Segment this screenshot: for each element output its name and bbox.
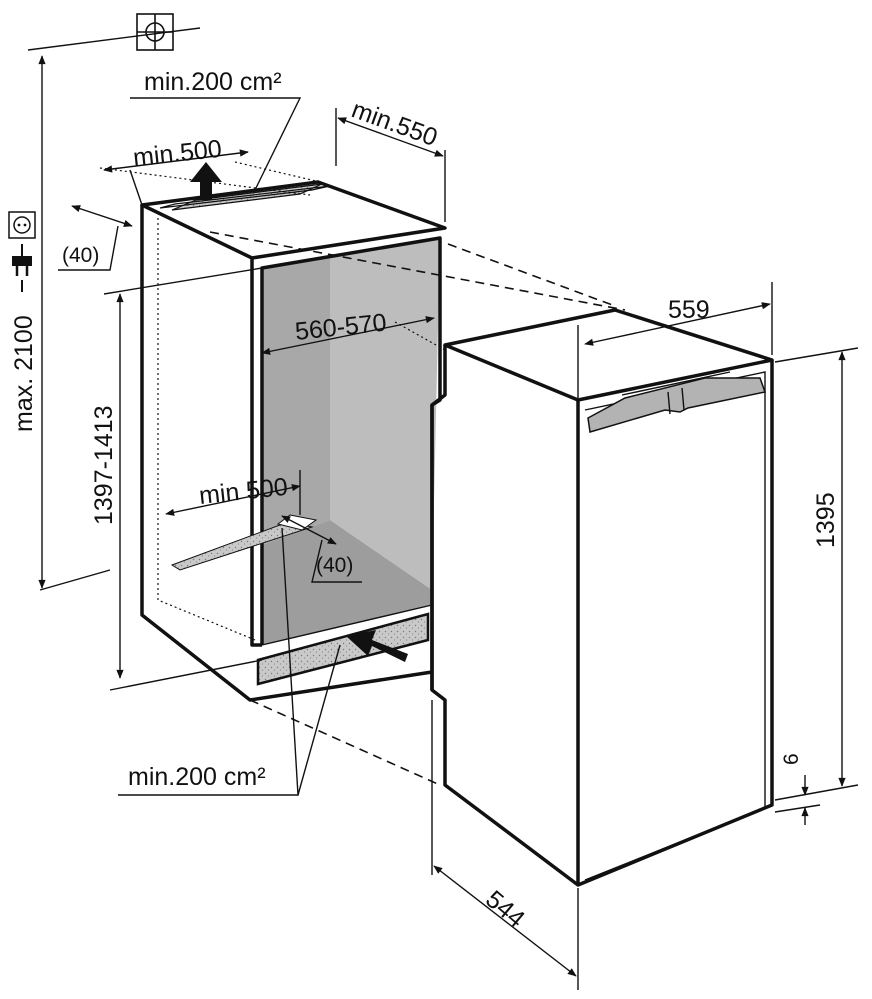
offset-top-leader — [58, 225, 119, 271]
depth-top-label: min.550 — [348, 95, 441, 152]
airflow-arrows — [190, 162, 408, 662]
top-vent-grille — [171, 183, 323, 211]
offset-bottom-label: (40) — [316, 554, 353, 577]
gap-bottom-label: 6 — [780, 753, 803, 765]
cabinet-outline — [140, 205, 433, 702]
handle-split — [667, 391, 671, 415]
max-height-label: max. 2100 — [10, 315, 38, 432]
power-plug-icon — [12, 244, 32, 292]
plinth-airflow-arrow — [346, 630, 408, 662]
bottom-vent-area-label: min.200 cm² — [128, 763, 266, 791]
offset-top-dim — [71, 205, 133, 227]
top-vent-slot — [159, 185, 331, 209]
offset-bottom-dim — [281, 515, 337, 545]
height-ref-line-top — [27, 27, 201, 51]
depth-top-dim — [337, 117, 444, 157]
plinth-vent-grille — [256, 612, 430, 686]
cabinet-inner-dotted — [157, 218, 256, 641]
offset-bottom-leader — [311, 539, 362, 583]
top-vent-width-dim — [103, 149, 249, 173]
niche-cabinet — [140, 180, 447, 702]
niche-height-label: 1397-1413 — [90, 405, 118, 525]
bottom-vent-width-dim — [165, 484, 301, 516]
appliance-width-label: 559 — [668, 296, 710, 324]
appliance-depth-label: 544 — [480, 885, 530, 933]
appliance-handle — [587, 377, 766, 433]
niche-width-dim — [261, 316, 435, 355]
top-vent-area-leader — [130, 97, 302, 191]
cabinet-front-left — [250, 258, 262, 647]
top-vent-area-label: min.200 cm² — [144, 68, 282, 96]
offset-top-label: (40) — [62, 244, 99, 267]
appliance-depth-dim — [433, 865, 577, 977]
appliance-width-dim — [584, 302, 771, 346]
power-socket-icon — [8, 211, 36, 239]
handle-top-edge — [621, 371, 731, 396]
appliance-door-front — [584, 371, 766, 881]
appliance-height-label: 1395 — [812, 492, 840, 548]
cabinet-top-face — [140, 180, 447, 260]
handle-split-2 — [681, 387, 685, 411]
top-airflow-arrow — [190, 162, 222, 200]
appliance-fridge — [430, 308, 774, 887]
floor-edge — [261, 604, 433, 646]
